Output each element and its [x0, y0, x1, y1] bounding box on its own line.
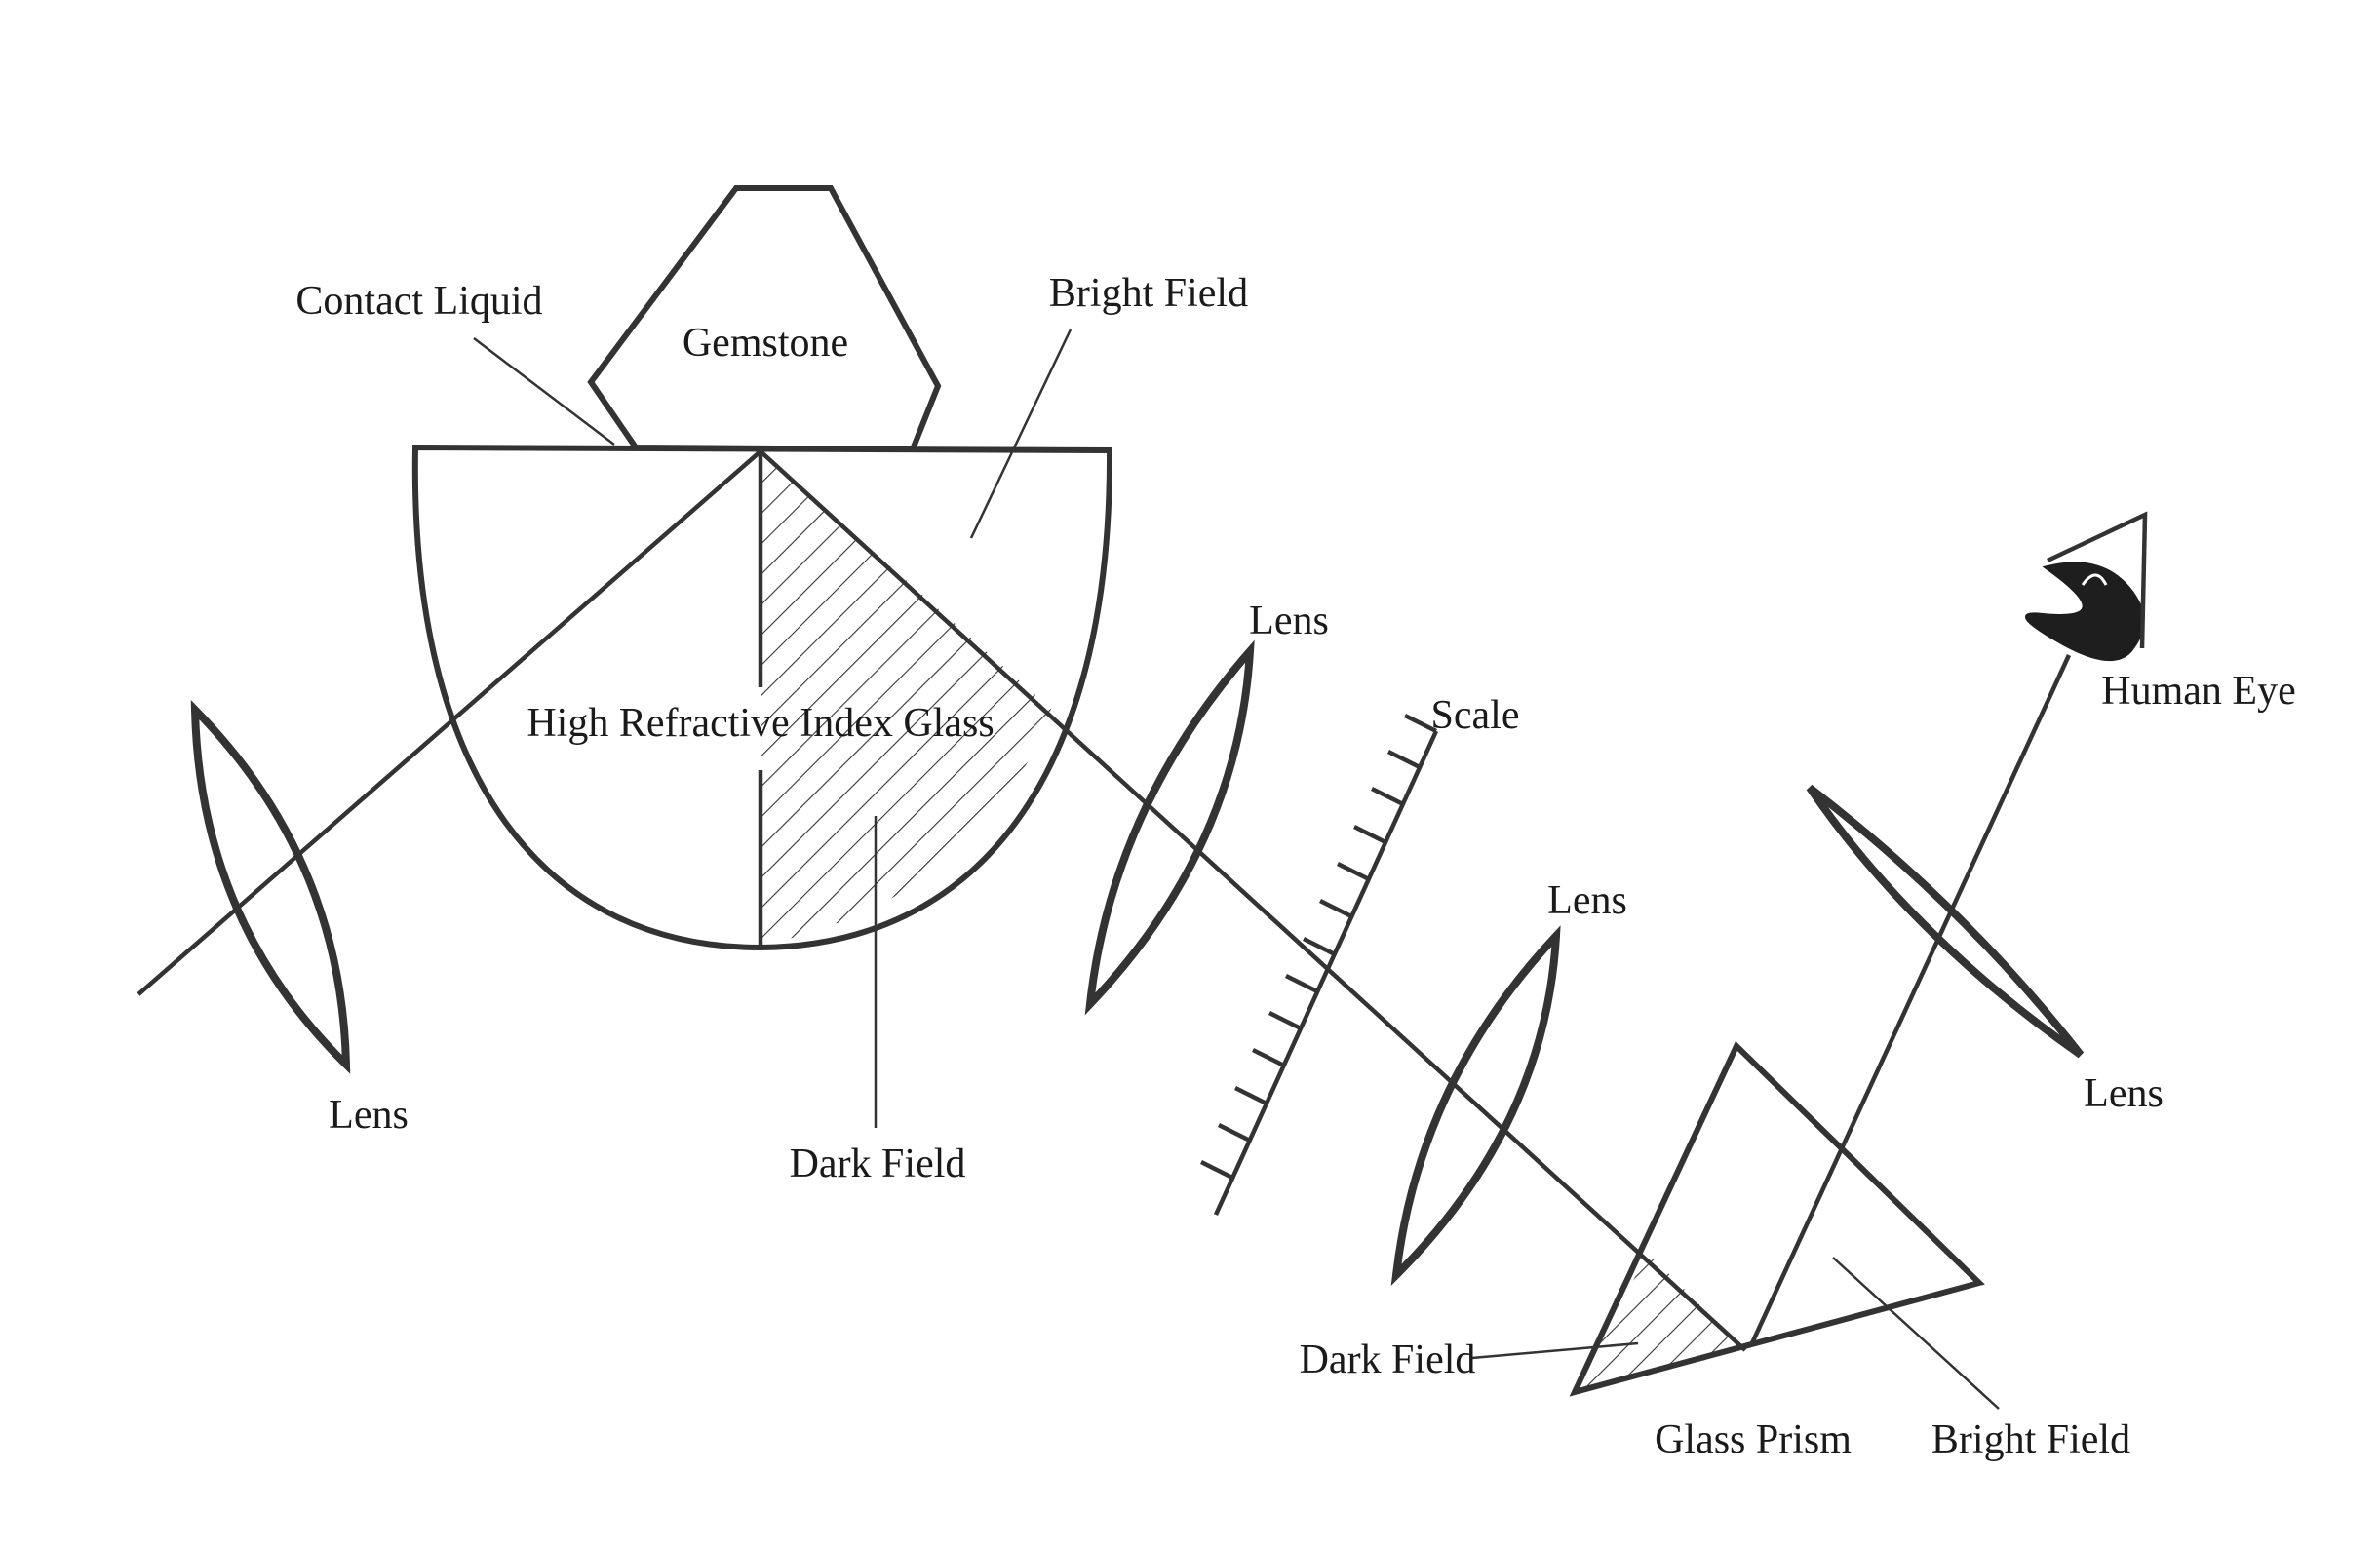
label-dark-field-hemisphere: Dark Field — [790, 1142, 966, 1186]
glass-prism — [1569, 1040, 1985, 1397]
incident-ray — [137, 449, 762, 996]
label-bright-field-prism: Bright Field — [1931, 1417, 2130, 1462]
label-lens-middle: Lens — [1249, 599, 1329, 643]
gemstone-shape — [587, 185, 942, 453]
leader-bright-field-top — [969, 329, 1073, 539]
leader-bright-field-prism — [1832, 1257, 2000, 1410]
label-contact-liquid: Contact Liquid — [295, 279, 542, 324]
label-high-refractive-index-glass: High Refractive Index Glass — [527, 701, 994, 746]
label-dark-field-prism: Dark Field — [1300, 1337, 1476, 1382]
lens-lower — [1390, 925, 1561, 1286]
label-scale: Scale — [1431, 693, 1520, 738]
human-eye-icon — [2025, 511, 2148, 662]
measurement-scale — [1199, 713, 1439, 1216]
label-lens-lower: Lens — [1547, 878, 1627, 923]
leader-dark-field-prism — [1471, 1341, 1639, 1360]
label-bright-field-top: Bright Field — [1049, 271, 1248, 316]
eye-ray — [1748, 654, 2072, 1346]
lens-left — [190, 700, 351, 1074]
lens-right — [1806, 784, 2085, 1059]
dark-field-hemisphere-region — [761, 451, 1051, 946]
critical-angle-ray — [759, 449, 1747, 1352]
leader-contact-liquid — [473, 337, 615, 446]
lens-middle — [1084, 639, 1255, 1016]
label-glass-prism: Glass Prism — [1655, 1417, 1852, 1462]
label-gemstone: Gemstone — [683, 321, 848, 366]
label-lens-left: Lens — [329, 1093, 409, 1138]
label-lens-right: Lens — [2084, 1071, 2164, 1116]
label-human-eye: Human Eye — [2101, 669, 2295, 714]
